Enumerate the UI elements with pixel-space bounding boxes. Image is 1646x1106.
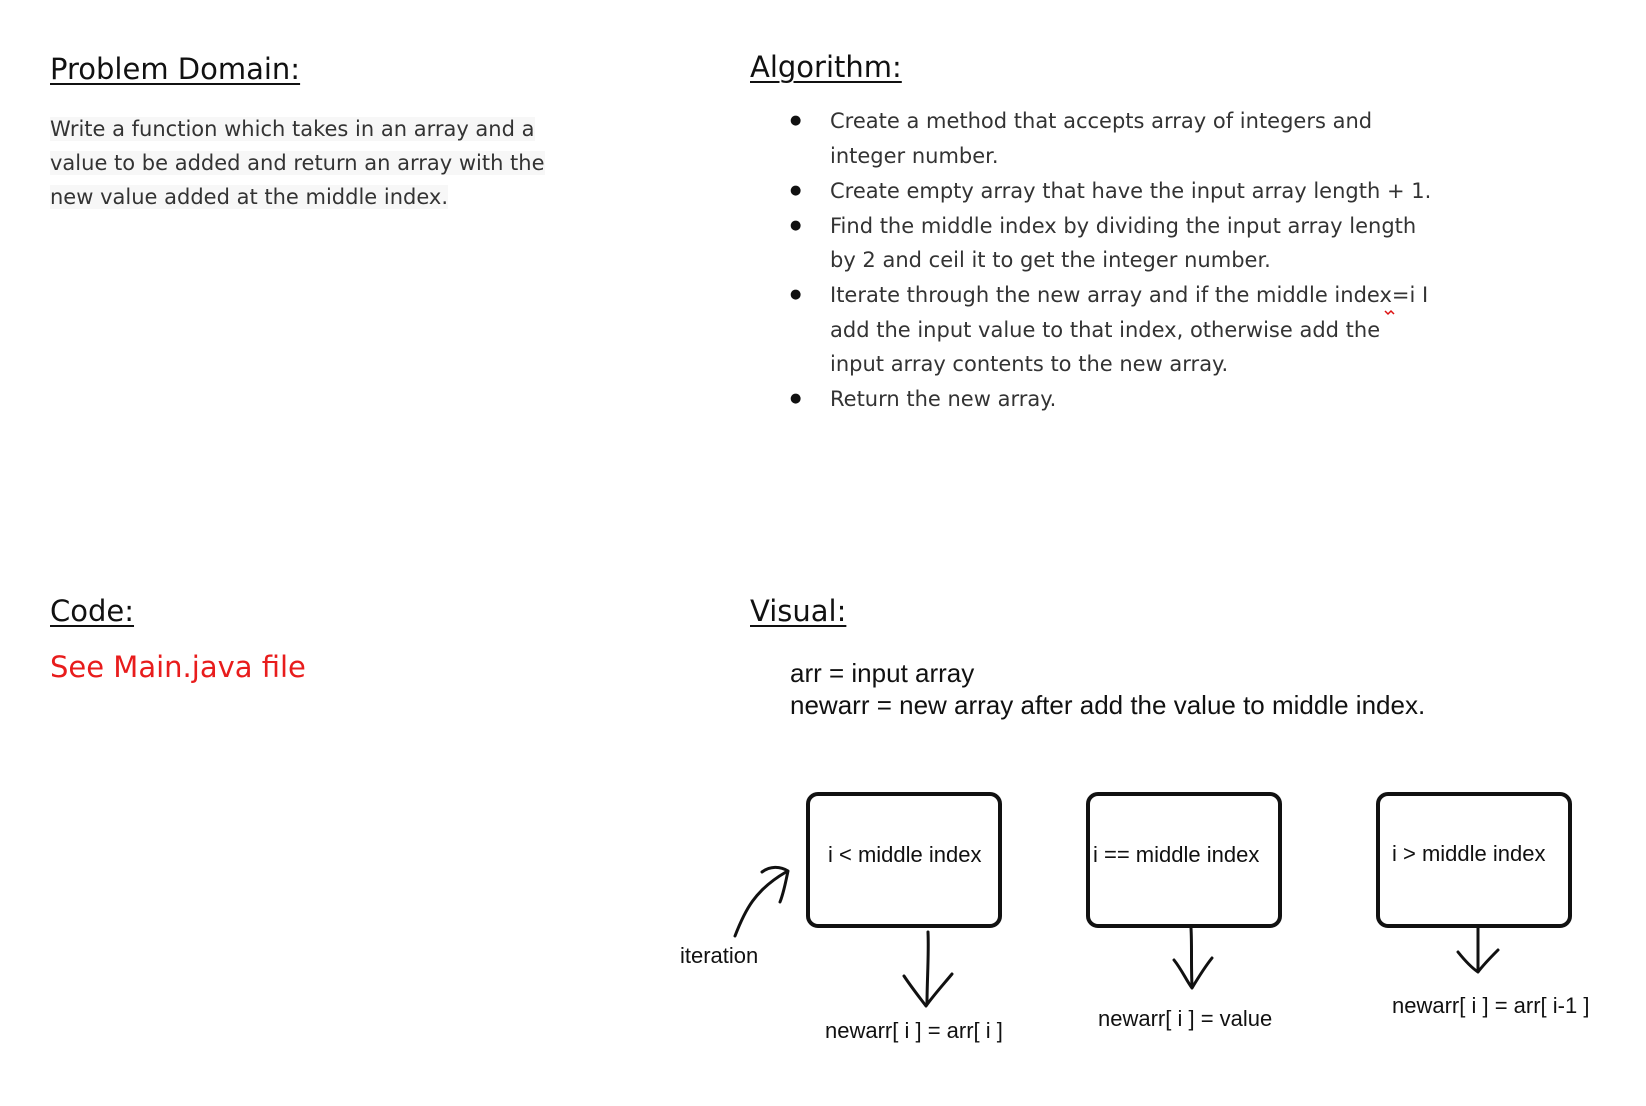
box-equal-middle xyxy=(1086,792,1282,928)
algorithm-step: Create a method that accepts array of in… xyxy=(790,104,1390,173)
algorithm-step: Find the middle index by dividing the in… xyxy=(790,209,1430,278)
box-label-greater: i > middle index xyxy=(1392,841,1546,866)
visual-heading: Visual: xyxy=(750,594,847,628)
down-arrow-1-head xyxy=(902,972,954,1008)
problem-line: value to be added and return an array wi… xyxy=(50,151,545,175)
code-file-reference[interactable]: See Main.java file xyxy=(50,650,306,684)
algorithm-step: Iterate through the new array and if the… xyxy=(790,278,1430,382)
legend-newarr: newarr = new array after add the value t… xyxy=(790,690,1426,720)
algorithm-step: Create empty array that have the input a… xyxy=(790,174,1470,209)
down-arrow-3-head xyxy=(1456,948,1500,974)
box-label-equal: i == middle index xyxy=(1093,842,1260,867)
iteration-arrow xyxy=(733,870,788,938)
down-arrow-1 xyxy=(925,930,930,1006)
box-label-less: i < middle index xyxy=(828,842,982,867)
result-less: newarr[ i ] = arr[ i ] xyxy=(825,1018,1003,1043)
down-arrow-2-head xyxy=(1172,956,1214,990)
problem-line: Write a function which takes in an array… xyxy=(50,117,535,141)
box-less-than-middle xyxy=(806,792,1002,928)
iteration-arrowhead xyxy=(760,865,790,904)
down-arrow-2 xyxy=(1189,926,1194,988)
result-greater: newarr[ i ] = arr[ i-1 ] xyxy=(1392,993,1590,1018)
result-equal: newarr[ i ] = value xyxy=(1098,1006,1273,1031)
algorithm-step: Return the new array. xyxy=(790,382,1470,417)
iteration-label: iteration xyxy=(680,943,759,968)
problem-description: Write a function which takes in an array… xyxy=(50,112,610,214)
spellcheck-squiggle xyxy=(1384,309,1395,316)
problem-domain-heading: Problem Domain: xyxy=(50,52,301,86)
algorithm-steps: Create a method that accepts array of in… xyxy=(790,104,1470,417)
problem-line: new value added at the middle index. xyxy=(50,185,448,209)
code-heading: Code: xyxy=(50,594,135,628)
legend-arr: arr = input array xyxy=(790,658,975,688)
box-greater-than-middle xyxy=(1376,792,1572,928)
algorithm-heading: Algorithm: xyxy=(750,50,902,84)
